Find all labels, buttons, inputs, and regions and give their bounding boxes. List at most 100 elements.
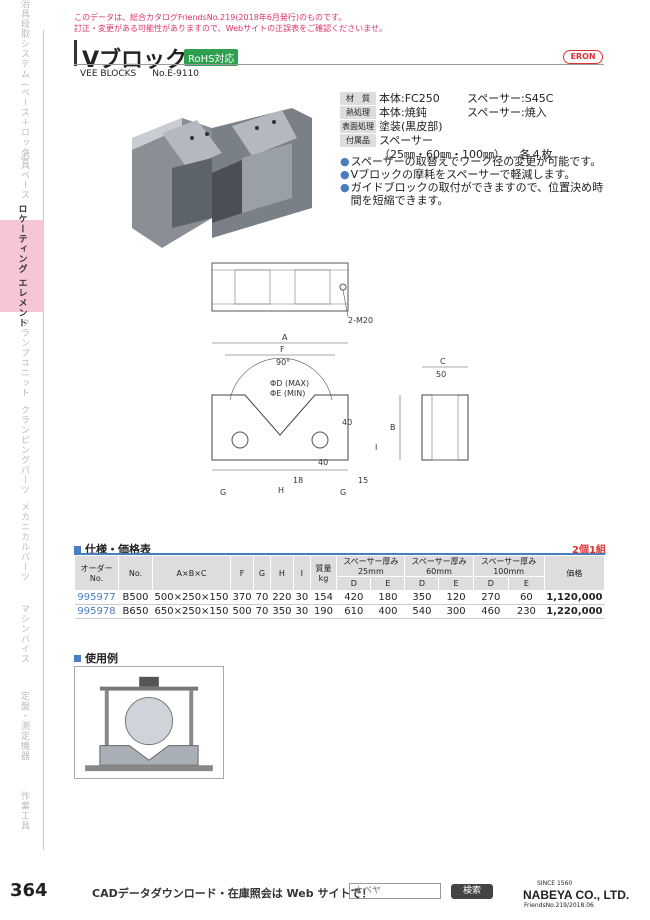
- cell-price: 1,220,000: [544, 604, 605, 619]
- label-G2: G: [340, 488, 346, 497]
- side-tab-4[interactable]: クランピングパーツ: [6, 404, 44, 496]
- example-title: 使用例: [74, 650, 118, 666]
- page-number: 364: [10, 880, 48, 901]
- th-axbxc: A×B×C: [151, 555, 232, 591]
- side-tab-2[interactable]: ロケーティング エレメント: [0, 204, 44, 328]
- spec-row: 付属品スペーサー: [340, 134, 553, 147]
- subtitle: VEE BLOCKS No.E-9110: [80, 69, 199, 79]
- th-e60: E: [438, 576, 474, 591]
- cell-axbxc: 650×250×150: [152, 604, 231, 619]
- cell-e25: 400: [370, 604, 405, 619]
- th-sp100: スペーサー厚み 100mm: [472, 555, 545, 577]
- cell-e60: 300: [438, 604, 474, 619]
- table-row: 995978 B650 650×250×150 500 70 350 30 19…: [74, 604, 605, 619]
- cell-mass: 154: [310, 590, 337, 605]
- spec-row: 熱処理本体:焼鈍スペーサー:焼入: [340, 106, 553, 119]
- cell-e60: 120: [438, 590, 474, 605]
- product-photo: [132, 108, 312, 248]
- side-tab-7[interactable]: 定盤・測定機器: [6, 680, 44, 772]
- search-button[interactable]: 検索: [451, 884, 493, 899]
- feature-item: ●スペーサーの取替えでワーク径の変更が可能です。: [340, 155, 602, 168]
- model-no: B650: [118, 604, 153, 619]
- spec-value: 本体:FC250: [379, 92, 440, 105]
- th-d100: D: [472, 576, 510, 591]
- technical-drawing: 2-M20 A F 90° ΦD (MAX) ΦE (MIN) 18 H G G…: [211, 262, 469, 497]
- spec-row: （25㎜・60㎜・100㎜）… 各４枚: [340, 148, 553, 161]
- spec-value-2: スペーサー:焼入: [467, 106, 547, 119]
- th-d60: D: [404, 576, 440, 591]
- label-d40b: 40: [318, 458, 328, 467]
- label-angle: 90°: [276, 358, 290, 367]
- price-table: オーダー No. No. A×B×C F G H I 質量 kg スペーサー厚み…: [74, 555, 606, 619]
- cell-d60: 540: [404, 604, 439, 619]
- model-no: B500: [118, 590, 153, 605]
- label-A: A: [282, 333, 288, 342]
- cell-f: 500: [230, 604, 254, 619]
- th-order: オーダー No.: [74, 555, 119, 591]
- bullet-icon: ●: [340, 181, 350, 194]
- search-input[interactable]: ナベヤ: [349, 883, 441, 899]
- spec-label: 付属品: [340, 134, 376, 147]
- label-F: F: [280, 345, 285, 354]
- brand-logo: ERON: [563, 50, 603, 64]
- label-dmax: ΦD (MAX): [270, 379, 309, 388]
- side-tab-6[interactable]: マシンバイス: [6, 588, 44, 680]
- spec-value: スペーサー: [379, 134, 434, 147]
- cell-d60: 350: [404, 590, 439, 605]
- usage-example-illustration: [74, 666, 224, 779]
- feature-list: ●スペーサーの取替えでワーク径の変更が可能です。 ●Vブロックの摩耗をスペーサー…: [340, 155, 608, 207]
- side-tab-8[interactable]: 作業工具: [6, 772, 44, 850]
- header-rule: [74, 64, 604, 65]
- cell-i: 30: [293, 590, 311, 605]
- label-d15: 15: [358, 476, 368, 485]
- th-e25: E: [370, 576, 406, 591]
- cell-f: 370: [230, 590, 254, 605]
- title-bar: [74, 40, 77, 66]
- th-g: G: [253, 555, 271, 591]
- notice-line-1: このデータは、総合カタログFriendsNo.219(2018年6月発行)のもの…: [74, 13, 347, 22]
- side-tab-0[interactable]: 治具段取システム (ベース＋ロック): [6, 0, 44, 161]
- cell-d100: 270: [473, 590, 509, 605]
- label-m20: 2-M20: [348, 316, 373, 325]
- side-tab-3[interactable]: クランプユニット: [6, 312, 44, 404]
- label-d40a: 40: [342, 418, 352, 427]
- th-price: 価格: [543, 555, 606, 591]
- cell-d100: 460: [473, 604, 509, 619]
- cell-mass: 190: [310, 604, 337, 619]
- side-tabs: 治具段取システム (ベース＋ロック) 治具ベース ロケーティング エレメント ク…: [0, 0, 44, 850]
- catalog-no: No.E-9110: [152, 69, 200, 79]
- side-tab-5[interactable]: メカニカルパーツ: [6, 496, 44, 588]
- sets-note: 2個1組: [572, 545, 606, 556]
- th-i: I: [292, 555, 311, 591]
- cell-h: 220: [270, 590, 294, 605]
- spec-table-title: 仕様・価格表: [74, 541, 151, 557]
- label-B: B: [390, 423, 396, 432]
- label-H: H: [278, 486, 284, 495]
- th-d25: D: [336, 576, 372, 591]
- bullet-icon: ●: [340, 155, 350, 168]
- notice: このデータは、総合カタログFriendsNo.219(2018年6月発行)のもの…: [74, 12, 387, 34]
- table-row: 995977 B500 500×250×150 370 70 220 30 15…: [74, 590, 605, 605]
- cell-e25: 180: [370, 590, 405, 605]
- friends-no: FriendsNo.219/2018.06: [524, 902, 594, 909]
- side-tab-1[interactable]: 治具ベース: [6, 130, 44, 220]
- label-emin: ΦE (MIN): [270, 389, 305, 398]
- cell-e100: 60: [508, 590, 545, 605]
- cell-g: 70: [253, 590, 271, 605]
- label-G1: G: [220, 488, 226, 497]
- order-no[interactable]: 995977: [74, 590, 119, 605]
- order-no[interactable]: 995978: [74, 604, 119, 619]
- table-rule: [74, 553, 605, 555]
- th-no: No.: [118, 555, 153, 591]
- label-I: I: [375, 443, 377, 452]
- page-title: Vブロック: [82, 48, 188, 73]
- th-sp60: スペーサー厚み 60mm: [404, 555, 474, 577]
- notice-line-2: 訂正・変更がある可能性がありますので、Webサイトの正誤表をご確認くださいませ。: [74, 24, 387, 33]
- feature-item: ●ガイドブロックの取付ができますので、位置決め時間を短縮できます。: [340, 181, 604, 207]
- rohs-badge: RoHS対応: [184, 49, 239, 66]
- subtitle-en: VEE BLOCKS: [80, 69, 137, 79]
- cell-axbxc: 500×250×150: [152, 590, 231, 605]
- spec-label: 表面処理: [340, 120, 376, 133]
